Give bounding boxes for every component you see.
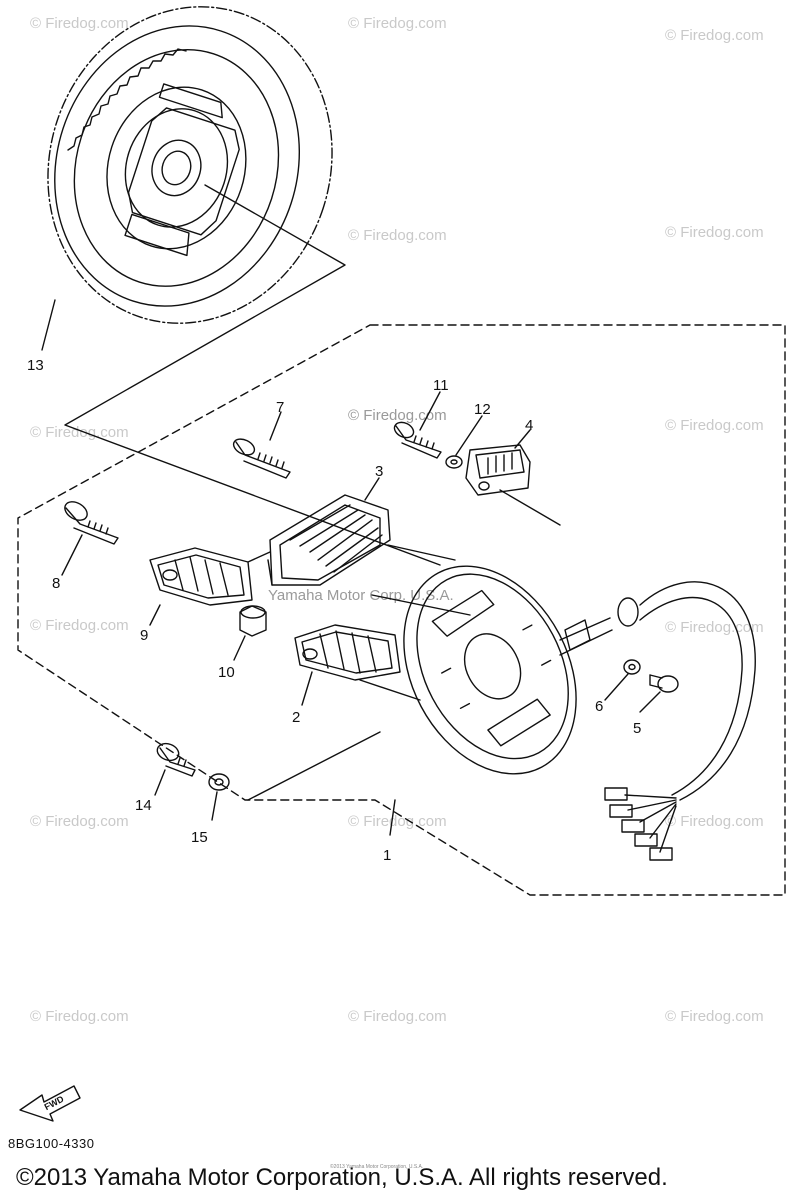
- callout-10: 10: [218, 664, 235, 681]
- leader-line: [154, 769, 166, 796]
- collar-10: [239, 605, 267, 637]
- leader-line: [455, 415, 483, 456]
- watermark: © Firedog.com: [665, 1008, 764, 1025]
- watermark: © Firedog.com: [30, 424, 129, 441]
- callout-4: 4: [525, 417, 533, 434]
- callout-7: 7: [276, 399, 284, 416]
- forward-arrow-icon: [19, 1085, 81, 1122]
- leader-line: [499, 429, 561, 526]
- lighting-coil-3: [267, 494, 391, 586]
- leader-line: [233, 635, 246, 661]
- callout-3: 3: [375, 463, 383, 480]
- copyright-notice: ©2013 Yamaha Motor Corporation, U.S.A. A…: [16, 1164, 668, 1191]
- fine-print: ©2013 Yamaha Motor Corporation, U.S.A.: [330, 1164, 424, 1170]
- callout-1: 1: [383, 847, 391, 864]
- leader-line: [604, 673, 629, 701]
- screw-8: [64, 501, 119, 545]
- callout-11: 11: [433, 377, 449, 394]
- washer-12: [445, 455, 463, 469]
- ring-gear-teeth: [67, 48, 187, 151]
- watermark: © Firedog.com: [665, 417, 764, 434]
- watermark-layer: © Firedog.com © Firedog.com © Firedog.co…: [30, 15, 764, 1025]
- screw-14: [156, 742, 196, 777]
- washer-15: [208, 773, 230, 791]
- leader-line: [64, 184, 441, 566]
- stator-plate-1: [403, 565, 577, 775]
- watermark: © Firedog.com: [348, 1008, 447, 1025]
- assembly-outline: [17, 324, 786, 896]
- callout-layer: 1 2 3 4 5 6 7 8 9 10 11 12 13 14 15: [27, 357, 641, 864]
- leader-line: [61, 534, 83, 576]
- watermark: © Firedog.com: [665, 224, 764, 241]
- watermark: © Firedog.com: [348, 15, 447, 32]
- leader-line: [211, 791, 218, 821]
- watermark: © Firedog.com: [348, 407, 447, 424]
- watermark: © Firedog.com: [30, 813, 129, 830]
- watermark: © Firedog.com: [665, 27, 764, 44]
- leader-line: [247, 731, 381, 801]
- flywheel-rotor-13: [47, 6, 333, 324]
- callout-9: 9: [140, 627, 148, 644]
- callout-5: 5: [633, 720, 641, 737]
- fwd-label: FWD: [43, 1093, 66, 1112]
- callout-12: 12: [474, 401, 491, 418]
- callout-6: 6: [595, 698, 603, 715]
- watermark: © Firedog.com: [348, 813, 447, 830]
- screw-11: [393, 421, 442, 459]
- leader-line: [639, 691, 661, 713]
- watermark: © Firedog.com: [665, 619, 764, 636]
- screw-5: [649, 674, 679, 693]
- wire-harness: [559, 581, 756, 861]
- leader-line: [389, 799, 396, 836]
- watermark: © Firedog.com: [30, 617, 129, 634]
- washer-6: [623, 659, 641, 675]
- pickup-coil-4: [465, 444, 531, 496]
- center-watermark: Yamaha Motor Corp. U.S.A.: [268, 587, 454, 604]
- source-coil-9: [149, 547, 253, 606]
- leader-line: [149, 551, 271, 626]
- callout-15: 15: [191, 829, 208, 846]
- watermark: © Firedog.com: [348, 227, 447, 244]
- callout-13: 13: [27, 357, 44, 374]
- leader-line: [301, 671, 421, 706]
- leader-line: [41, 299, 56, 351]
- charge-coil-2: [294, 624, 401, 681]
- watermark: © Firedog.com: [30, 1008, 129, 1025]
- leader-line: [364, 477, 471, 616]
- callout-8: 8: [52, 575, 60, 592]
- leader-line: [419, 391, 441, 431]
- leader-line: [269, 411, 282, 441]
- watermark: © Firedog.com: [30, 15, 129, 32]
- callout-14: 14: [135, 797, 152, 814]
- callout-2: 2: [292, 709, 300, 726]
- part-code: 8BG100-4330: [8, 1136, 95, 1151]
- watermark: © Firedog.com: [665, 813, 764, 830]
- screw-7: [232, 438, 291, 479]
